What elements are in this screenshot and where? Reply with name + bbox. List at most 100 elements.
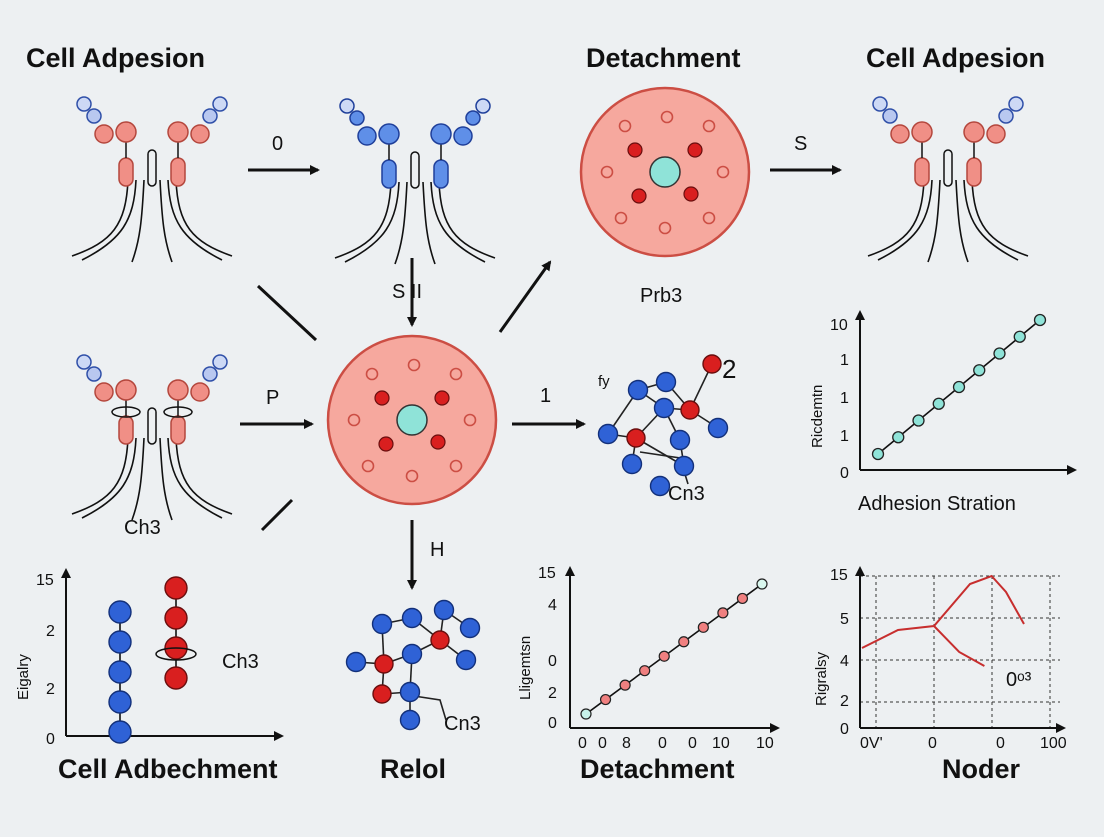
- chart1-ytick-3: 1: [840, 428, 849, 445]
- chart1-ylabel: Ricdemtn: [809, 385, 826, 448]
- arrow-label-a1: 0: [272, 133, 283, 155]
- chart1-xlabel: Adhesion Strаtion: [858, 493, 1016, 515]
- arrow-label-p: P: [266, 387, 279, 409]
- chart2-xtick-1: 0: [598, 735, 607, 752]
- title-cell-adhesion-right: Cell Adpesion: [866, 43, 1045, 73]
- chart4-ytick-3: 0: [46, 731, 55, 748]
- chart3-series-1: [933, 625, 985, 667]
- chart1-point-8: [1033, 313, 1047, 327]
- chart3-ytick-4: 0: [840, 721, 849, 738]
- arrow-label-one: 1: [540, 385, 551, 407]
- chart2-point-4: [658, 650, 670, 662]
- arrow-to-detachment: [498, 260, 552, 333]
- chart-adhesion-stration: 10 1 1 1 0 Ricdemtn Adhesion Strаtion: [809, 310, 1077, 515]
- label-cn3-right: Cn3: [668, 483, 705, 505]
- chart4-ytick-1: 2: [46, 623, 55, 640]
- cell-center-icon: [326, 334, 498, 506]
- chart3-xtick-2: 0: [996, 735, 1005, 752]
- chart2-ytick-3: 2: [548, 685, 557, 702]
- chart4-point-0-4: [108, 720, 132, 744]
- chart3-ytick-1: 5: [840, 611, 849, 628]
- label-fy: fy: [598, 373, 610, 390]
- chart-detachment: 15 4 0 2 0 Lligemtsn 0 0 8 0 0 10 10: [517, 565, 780, 752]
- chart3-xtick-0: 0V': [860, 735, 883, 752]
- chart1-ytick-1: 1: [840, 352, 849, 369]
- chart2-xtick-2: 8: [622, 735, 631, 752]
- chart3-xtick-1: 0: [928, 735, 937, 752]
- chart2-xtick-5: 10: [712, 735, 730, 752]
- chart2-ytick-4: 0: [548, 715, 557, 732]
- chart1-point-2: [912, 414, 925, 427]
- chart2-ytick-0: 15: [538, 565, 556, 582]
- chart4-point-1-3: [164, 666, 188, 690]
- label-o3: 0ᵒ³: [1006, 669, 1032, 691]
- chart2-point-8: [736, 592, 749, 605]
- chart4-ylabel: Eigalry: [15, 654, 32, 700]
- chart3-ytick-3: 2: [840, 693, 849, 710]
- chart4-point-0-3: [108, 690, 132, 714]
- chart2-xtick-4: 0: [688, 735, 697, 752]
- chart1-point-5: [973, 364, 986, 377]
- chart1-point-4: [952, 380, 966, 394]
- title-relol: Relol: [380, 754, 446, 784]
- chart1-point-7: [1013, 330, 1026, 343]
- chart4-point-0-1: [108, 630, 132, 654]
- chart3-ytick-0: 15: [830, 567, 848, 584]
- chart1-point-6: [993, 347, 1006, 360]
- connector-line-lower: [260, 498, 294, 532]
- receptor-top-left-icon: [71, 96, 233, 263]
- chart-noder: 15 5 4 2 0 Rigralsy 0V' 0 0 100 0ᵒ³: [813, 566, 1067, 752]
- arrow-label-s-ii: S II: [392, 281, 422, 303]
- chart2-ytick-1: 4: [548, 597, 557, 614]
- label-prb3: Prb3: [640, 285, 682, 307]
- connector-line-upper: [256, 284, 318, 342]
- chart2-point-9: [756, 578, 768, 590]
- chart4-point-1-0: [164, 576, 188, 600]
- chart2-point-0: [580, 708, 592, 720]
- title-noder: Noder: [942, 754, 1021, 784]
- chart-cell-adbechment: 15 2 2 0 Eigalry: [15, 568, 284, 748]
- receptor-top-right-icon: [867, 96, 1029, 263]
- chart2-point-3: [639, 665, 651, 677]
- title-detachment-bottom: Detachment: [580, 754, 735, 784]
- chart3-ylabel: Rigralsy: [813, 651, 830, 706]
- arrow-label-s: S: [794, 133, 807, 155]
- chart4-point-1-1: [164, 606, 188, 630]
- chart2-xtick-3: 0: [658, 735, 667, 752]
- chart2-series-line: [585, 583, 763, 715]
- chart4-ytick-0: 15: [36, 572, 54, 589]
- title-detachment-top: Detachment: [586, 43, 741, 73]
- label-two: 2: [722, 354, 736, 384]
- chart4-point-0-2: [108, 660, 132, 684]
- chart2-point-7: [717, 607, 729, 619]
- arrow-label-h: H: [430, 539, 444, 561]
- chart1-point-0: [871, 447, 885, 461]
- chart2-point-1: [599, 693, 612, 706]
- cell-top-icon: [579, 86, 751, 258]
- chart1-ytick-4: 0: [840, 465, 849, 482]
- chart2-point-2: [619, 679, 631, 691]
- receptor-middle-left-icon: [71, 354, 233, 521]
- title-cell-adhesion-left: Cell Adpesion: [26, 43, 205, 73]
- chart2-point-6: [697, 621, 709, 633]
- molecule-network-bottom-icon: [345, 599, 481, 731]
- chart3-xtick-3: 100: [1040, 735, 1067, 752]
- chart1-ytick-0: 10: [830, 317, 848, 334]
- chart3-ytick-2: 4: [840, 653, 849, 670]
- chart3-series-0: [861, 574, 1025, 649]
- chart2-xtick-0: 0: [578, 735, 587, 752]
- chart1-point-1: [892, 431, 905, 444]
- chart2-ylabel: Lligemtsn: [517, 636, 534, 700]
- chart2-xtick-6: 10: [756, 735, 774, 752]
- title-cell-adbechment: Cell Adbechment: [58, 754, 278, 784]
- chart4-point-0-0: [108, 600, 132, 624]
- chart2-ytick-2: 0: [548, 653, 557, 670]
- chart4-ytick-2: 2: [46, 681, 55, 698]
- receptor-top-middle-icon: [334, 98, 496, 265]
- label-ch3-chart: Ch3: [222, 651, 259, 673]
- chart1-point-3: [932, 397, 945, 410]
- chart1-ytick-2: 1: [840, 390, 849, 407]
- label-ch3-left: Ch3: [124, 517, 161, 539]
